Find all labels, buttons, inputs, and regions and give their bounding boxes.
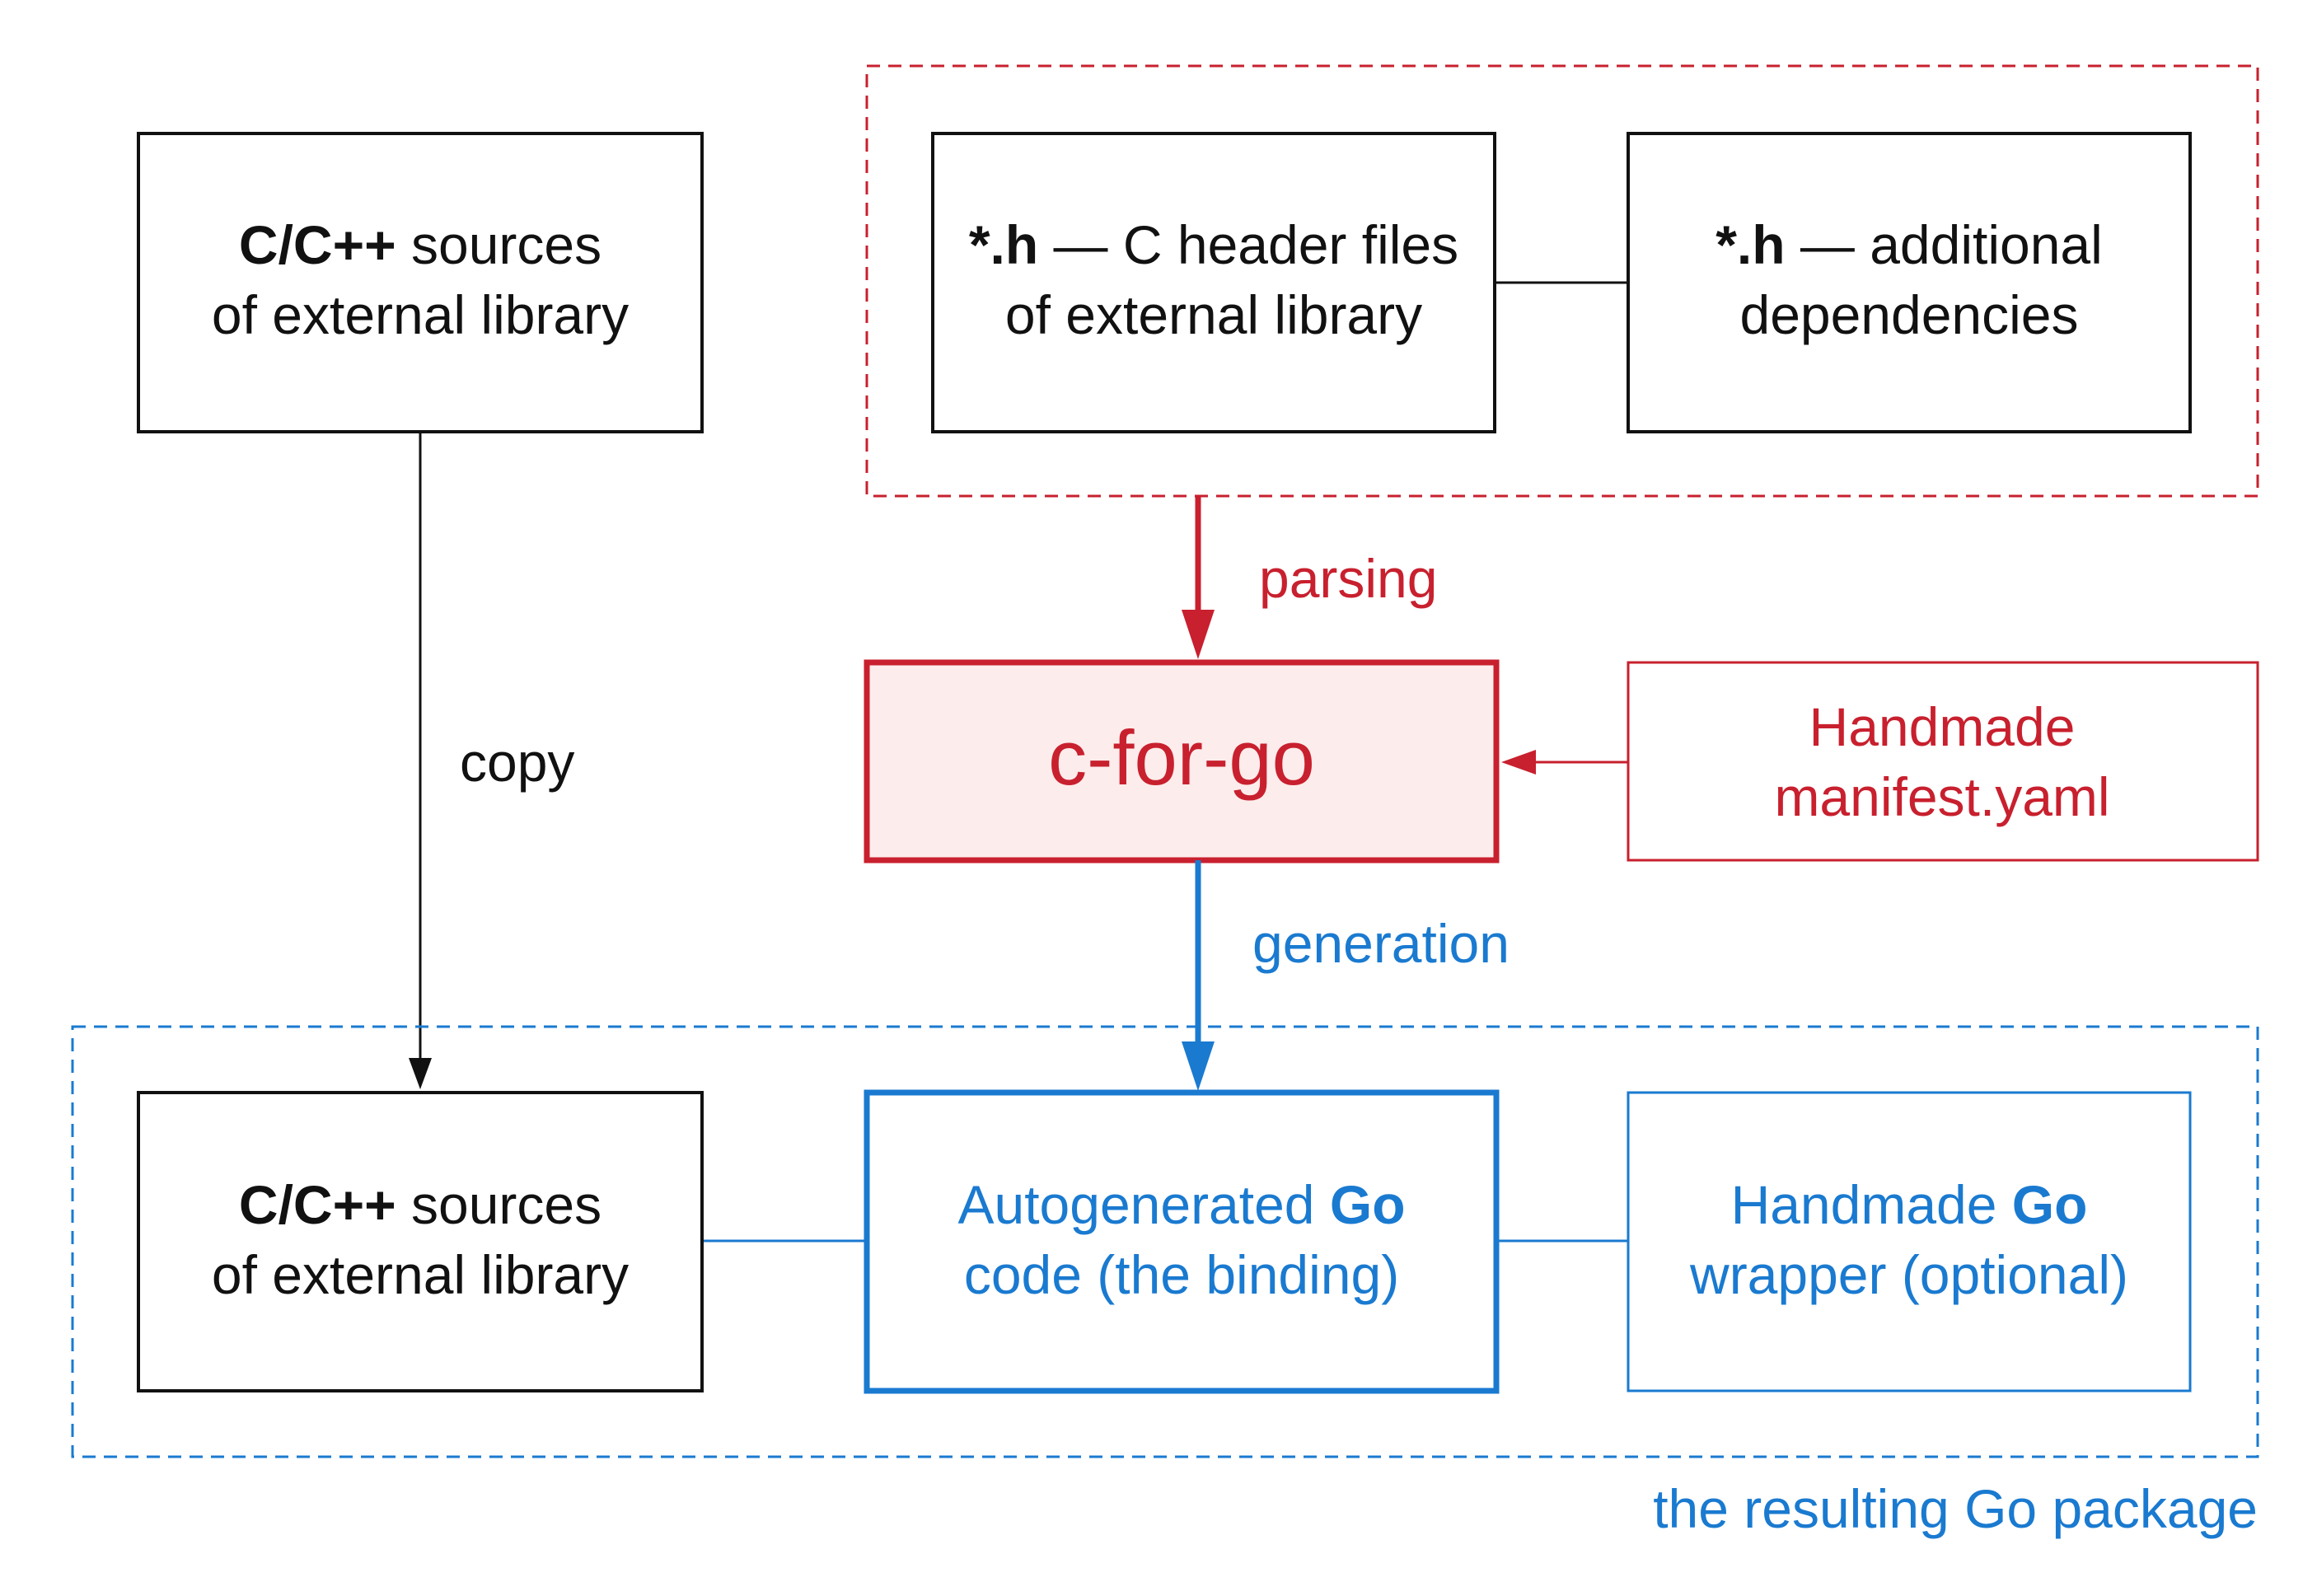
generation-arrow-head [1182,1041,1215,1091]
wrapper-line1: Handmade Go [1731,1174,2088,1235]
sources-bottom-line1: C/C++ sources [239,1174,601,1235]
sources-bottom-line2: of external library [212,1244,629,1305]
manifest-line1: Handmade [1809,696,2076,757]
sources-top-line1: C/C++ sources [239,214,601,275]
header-files-line2: of external library [1005,284,1422,345]
additional-deps-line1: *.h — additional [1716,214,2103,275]
go-package-group-border [71,1025,2259,1458]
additional-deps-line2: dependencies [1739,284,2078,345]
parsing-arrow-head [1182,610,1215,659]
cforgo-label: c-for-go [1048,714,1315,801]
sources-top-box [137,132,704,433]
manifest-arrow-head [1501,750,1536,775]
wrapper-line2: wrapper (optional) [1689,1244,2128,1305]
header-files-box [931,132,1496,433]
sources-bottom-box [137,1091,704,1392]
parsing-label: parsing [1259,548,1437,609]
copy-arrow-head [409,1058,432,1089]
go-package-label: the resulting Go package [1653,1478,2258,1539]
autogen-box [864,1089,1500,1394]
generation-label: generation [1252,913,1510,974]
autogen-line2: code (the binding) [964,1244,1399,1305]
manifest-box [1627,661,2259,862]
autogen-line1: Autogenerated Go [957,1174,1405,1235]
copy-label: copy [460,732,574,793]
sources-top-line2: of external library [212,284,629,345]
cforgo-box [864,659,1500,864]
header-group-border [865,64,2259,498]
additional-deps-box [1627,132,2192,433]
wrapper-box [1627,1091,2192,1392]
manifest-line2: manifest.yaml [1774,766,2109,827]
header-files-line1: *.h — C header files [969,214,1458,275]
